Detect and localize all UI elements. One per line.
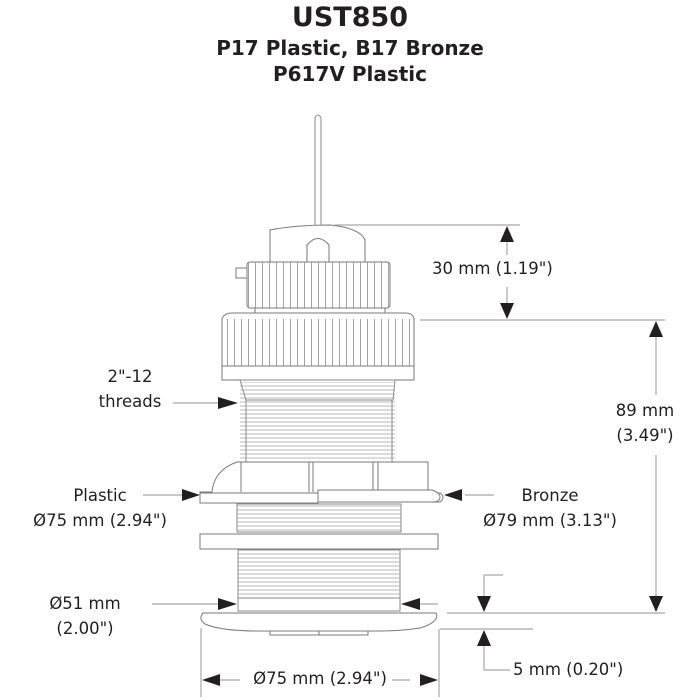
threads-label-line1: 2"-12: [107, 367, 153, 386]
arrow-right-icon: [218, 397, 238, 409]
shaft-diameter-label-line2: (2.00"): [56, 619, 114, 638]
bronze-nut-label-line1: Bronze: [521, 486, 579, 505]
arrow-left-icon: [401, 598, 420, 610]
threads-label-line2: threads: [98, 392, 162, 411]
upper-threads: [239, 379, 396, 463]
arrow-left-icon: [444, 489, 462, 501]
washer: [199, 533, 439, 550]
middle-threads: [236, 503, 402, 533]
hull-nut: [199, 461, 444, 504]
arrow-right-icon: [182, 489, 200, 501]
arrow-up-icon: [477, 630, 491, 646]
total-height-label-line1: 89 mm: [615, 401, 675, 420]
total-height-label-line2: (3.49"): [616, 426, 674, 445]
model-title: UST850: [291, 2, 409, 33]
arrow-right-icon: [420, 674, 438, 686]
top-height-label: 30 mm (1.19"): [432, 259, 553, 278]
large-knurled-nut: [221, 312, 415, 381]
lower-threads: [237, 549, 401, 612]
arrow-down-icon: [500, 303, 514, 319]
top-cap: [235, 224, 391, 315]
flange-height-label: 5 mm (0.20"): [513, 660, 624, 679]
arrow-left-icon: [202, 674, 220, 686]
arrow-right-icon: [218, 598, 237, 610]
arrow-up-icon: [649, 321, 663, 337]
variants-line-1: P17 Plastic, B17 Bronze: [216, 36, 484, 60]
plastic-nut-label-line2: Ø75 mm (2.94"): [33, 511, 167, 530]
shaft-diameter-label-line1: Ø51 mm: [49, 594, 121, 613]
arrow-down-icon: [649, 596, 663, 612]
plastic-nut-label-line1: Plastic: [73, 486, 127, 505]
arrow-down-icon: [477, 596, 491, 612]
flange-diameter-label: Ø75 mm (2.94"): [253, 669, 387, 688]
cable: [314, 114, 322, 240]
bronze-nut-label-line2: Ø79 mm (3.13"): [483, 511, 617, 530]
variants-line-2: P617V Plastic: [272, 62, 428, 86]
flange: [200, 612, 438, 636]
arrow-up-icon: [500, 226, 514, 242]
